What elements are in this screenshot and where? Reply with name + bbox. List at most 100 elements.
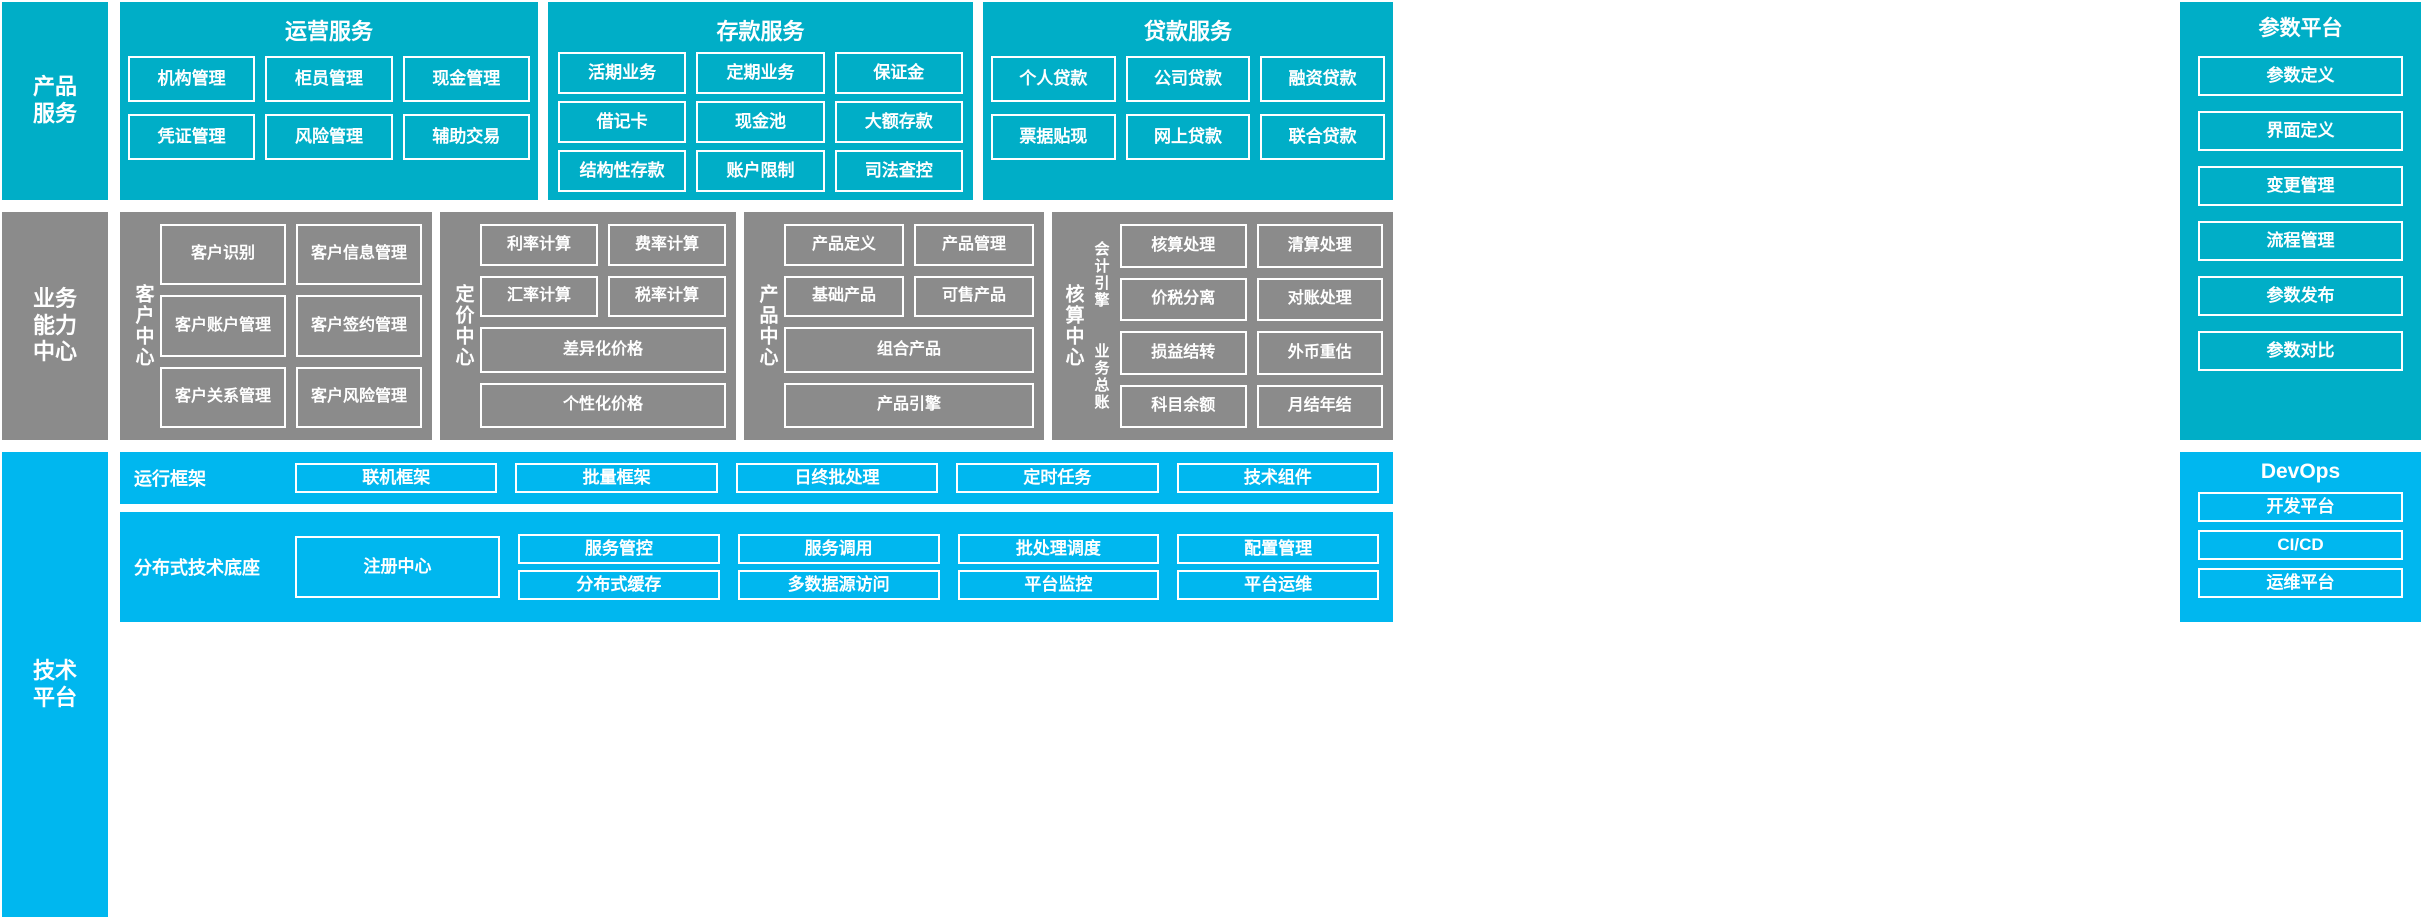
- label-business-ledger: 业务总账: [1092, 343, 1110, 411]
- tile-customer-info-management[interactable]: 客户信息管理: [296, 224, 422, 286]
- group-devops: DevOps 开发平台 CI/CD 运维平台: [2180, 452, 2421, 622]
- tile-multi-datasource-access[interactable]: 多数据源访问: [737, 570, 940, 600]
- rail-line: 能力: [32, 312, 77, 338]
- tile-sellable-product[interactable]: 可售产品: [914, 275, 1034, 317]
- tile-corporate-loan[interactable]: 公司贷款: [1125, 56, 1251, 102]
- tile-account-balance[interactable]: 科目余额: [1120, 384, 1247, 428]
- tile-service-invocation[interactable]: 服务调用: [737, 534, 940, 564]
- tile-personal-loan[interactable]: 个人贷款: [991, 56, 1116, 102]
- tile-interest-rate-calculation[interactable]: 利率计算: [480, 224, 598, 266]
- tile-teller-management[interactable]: 柜员管理: [265, 56, 393, 102]
- tile-batch-scheduling[interactable]: 批处理调度: [957, 534, 1160, 564]
- tile-online-loan[interactable]: 网上贷款: [1125, 114, 1251, 160]
- tile-foreign-currency-revaluation[interactable]: 外币重估: [1256, 331, 1383, 375]
- tile-scheduled-task[interactable]: 定时任务: [956, 463, 1159, 493]
- tile-bill-discount[interactable]: 票据贴现: [991, 114, 1116, 160]
- group-deposit-services: 存款服务 活期业务 定期业务 保证金 借记卡 现金池 大额存款 结构性存款 账户…: [548, 2, 973, 200]
- tile-cash-management[interactable]: 现金管理: [402, 56, 530, 102]
- tile-large-deposit[interactable]: 大额存款: [834, 101, 963, 143]
- tile-fee-rate-calculation[interactable]: 费率计算: [608, 224, 726, 266]
- tile-end-of-day-batch[interactable]: 日终批处理: [735, 463, 939, 493]
- tile-customer-relationship-management[interactable]: 客户关系管理: [160, 366, 286, 428]
- tile-operations-platform[interactable]: 运维平台: [2198, 568, 2403, 598]
- tile-interface-definition[interactable]: 界面定义: [2198, 111, 2403, 151]
- group-operation-services: 运营服务 机构管理 柜员管理 现金管理 凭证管理 风险管理 辅助交易: [120, 2, 538, 200]
- tile-price-tax-separation[interactable]: 价税分离: [1120, 277, 1247, 321]
- tile-combined-product[interactable]: 组合产品: [784, 327, 1034, 373]
- label-accounting-engine: 会计引擎: [1092, 241, 1110, 309]
- tile-product-engine[interactable]: 产品引擎: [784, 382, 1034, 428]
- tile-margin-deposit[interactable]: 保证金: [834, 52, 963, 94]
- tile-accounting-processing[interactable]: 核算处理: [1120, 224, 1247, 268]
- tile-platform-monitoring[interactable]: 平台监控: [957, 570, 1160, 600]
- label-product-center: 产品中心: [756, 284, 778, 368]
- label-customer-center: 客户中心: [132, 284, 154, 368]
- group-customer-center: 客户中心 客户识别 客户信息管理 客户账户管理 客户签约管理 客户关系管理 客户…: [120, 212, 432, 440]
- group-parameter-platform: 参数平台 参数定义 界面定义 变更管理 流程管理 参数发布 参数对比: [2180, 2, 2421, 440]
- tile-differentiated-pricing[interactable]: 差异化价格: [480, 327, 726, 373]
- group-title-operation-services: 运营服务: [284, 19, 373, 44]
- rail-business-capability: 业务 能力 中心: [2, 212, 108, 440]
- tile-org-management[interactable]: 机构管理: [128, 56, 256, 102]
- tile-batch-framework[interactable]: 批量框架: [515, 463, 718, 493]
- rail-line: 技术: [32, 657, 77, 683]
- tile-configuration-management[interactable]: 配置管理: [1177, 534, 1379, 564]
- tile-syndicated-loan[interactable]: 联合贷款: [1260, 114, 1386, 160]
- label-accounting-center: 核算中心: [1062, 284, 1084, 368]
- tile-registry-center[interactable]: 注册中心: [295, 536, 500, 598]
- tile-risk-management[interactable]: 风险管理: [265, 114, 393, 160]
- tile-distributed-cache[interactable]: 分布式缓存: [518, 570, 720, 600]
- rail-line: 平台: [32, 684, 77, 710]
- label-distributed-base: 分布式技术底座: [134, 558, 260, 578]
- tile-product-management[interactable]: 产品管理: [914, 224, 1034, 266]
- tile-ci-cd[interactable]: CI/CD: [2198, 530, 2403, 560]
- tile-judicial-control[interactable]: 司法查控: [834, 150, 963, 192]
- tile-development-platform[interactable]: 开发平台: [2198, 492, 2403, 522]
- group-product-center: 产品中心 产品定义 产品管理 基础产品 可售产品 组合产品 产品引擎: [744, 212, 1044, 440]
- rail-line: 业务: [32, 285, 77, 311]
- tile-product-definition[interactable]: 产品定义: [784, 224, 904, 266]
- tile-process-management[interactable]: 流程管理: [2198, 221, 2403, 261]
- group-loan-services: 贷款服务 个人贷款 公司贷款 融资贷款 票据贴现 网上贷款 联合贷款: [983, 2, 1393, 200]
- tile-customer-risk-management[interactable]: 客户风险管理: [296, 366, 422, 428]
- tile-parameter-comparison[interactable]: 参数对比: [2198, 331, 2403, 371]
- group-title-deposit-services: 存款服务: [716, 19, 805, 44]
- group-title-devops: DevOps: [2260, 460, 2341, 483]
- tile-reconciliation-processing[interactable]: 对账处理: [1256, 277, 1383, 321]
- tile-change-management[interactable]: 变更管理: [2198, 166, 2403, 206]
- tile-parameter-release[interactable]: 参数发布: [2198, 276, 2403, 316]
- tile-service-governance[interactable]: 服务管控: [518, 534, 720, 564]
- tile-platform-operations[interactable]: 平台运维: [1177, 570, 1379, 600]
- tile-cash-pool[interactable]: 现金池: [696, 101, 825, 143]
- group-accounting-center: 核算中心 会计引擎 业务总账 核算处理 清算处理 价税分离 对账处理 损益结转 …: [1052, 212, 1393, 440]
- tile-customer-identification[interactable]: 客户识别: [160, 224, 286, 286]
- tile-account-restriction[interactable]: 账户限制: [696, 150, 825, 192]
- tile-month-year-end-closing[interactable]: 月结年结: [1256, 384, 1383, 428]
- tile-exchange-rate-calculation[interactable]: 汇率计算: [480, 275, 598, 317]
- tile-structured-deposit[interactable]: 结构性存款: [558, 150, 687, 192]
- tile-basic-product[interactable]: 基础产品: [784, 275, 904, 317]
- rail-technology-platform: 技术 平台: [2, 452, 108, 917]
- tile-online-framework[interactable]: 联机框架: [295, 463, 498, 493]
- tile-technical-component[interactable]: 技术组件: [1176, 463, 1380, 493]
- tile-demand-business[interactable]: 活期业务: [558, 52, 687, 94]
- tile-financing-loan[interactable]: 融资贷款: [1260, 56, 1386, 102]
- tile-personalized-pricing[interactable]: 个性化价格: [480, 382, 726, 428]
- tile-auxiliary-transaction[interactable]: 辅助交易: [402, 114, 530, 160]
- group-title-parameter-platform: 参数平台: [2258, 17, 2343, 40]
- group-distributed-base: 分布式技术底座 注册中心 服务管控 分布式缓存 服务调用 多数据源访问 批处理调…: [120, 512, 1393, 622]
- tile-time-deposit-business[interactable]: 定期业务: [696, 52, 825, 94]
- label-runtime-framework: 运行框架: [134, 469, 206, 489]
- label-pricing-center: 定价中心: [452, 284, 474, 368]
- tile-voucher-management[interactable]: 凭证管理: [128, 114, 256, 160]
- tile-debit-card[interactable]: 借记卡: [558, 101, 687, 143]
- tile-customer-contract-management[interactable]: 客户签约管理: [296, 295, 422, 357]
- tile-customer-account-management[interactable]: 客户账户管理: [160, 295, 286, 357]
- tile-tax-rate-calculation[interactable]: 税率计算: [608, 275, 726, 317]
- rail-product-services: 产品 服务: [2, 2, 108, 200]
- tile-settlement-processing[interactable]: 清算处理: [1256, 224, 1383, 268]
- tile-profit-loss-carryover[interactable]: 损益结转: [1120, 331, 1247, 375]
- tile-parameter-definition[interactable]: 参数定义: [2198, 56, 2403, 96]
- rail-line: 产品: [32, 74, 77, 100]
